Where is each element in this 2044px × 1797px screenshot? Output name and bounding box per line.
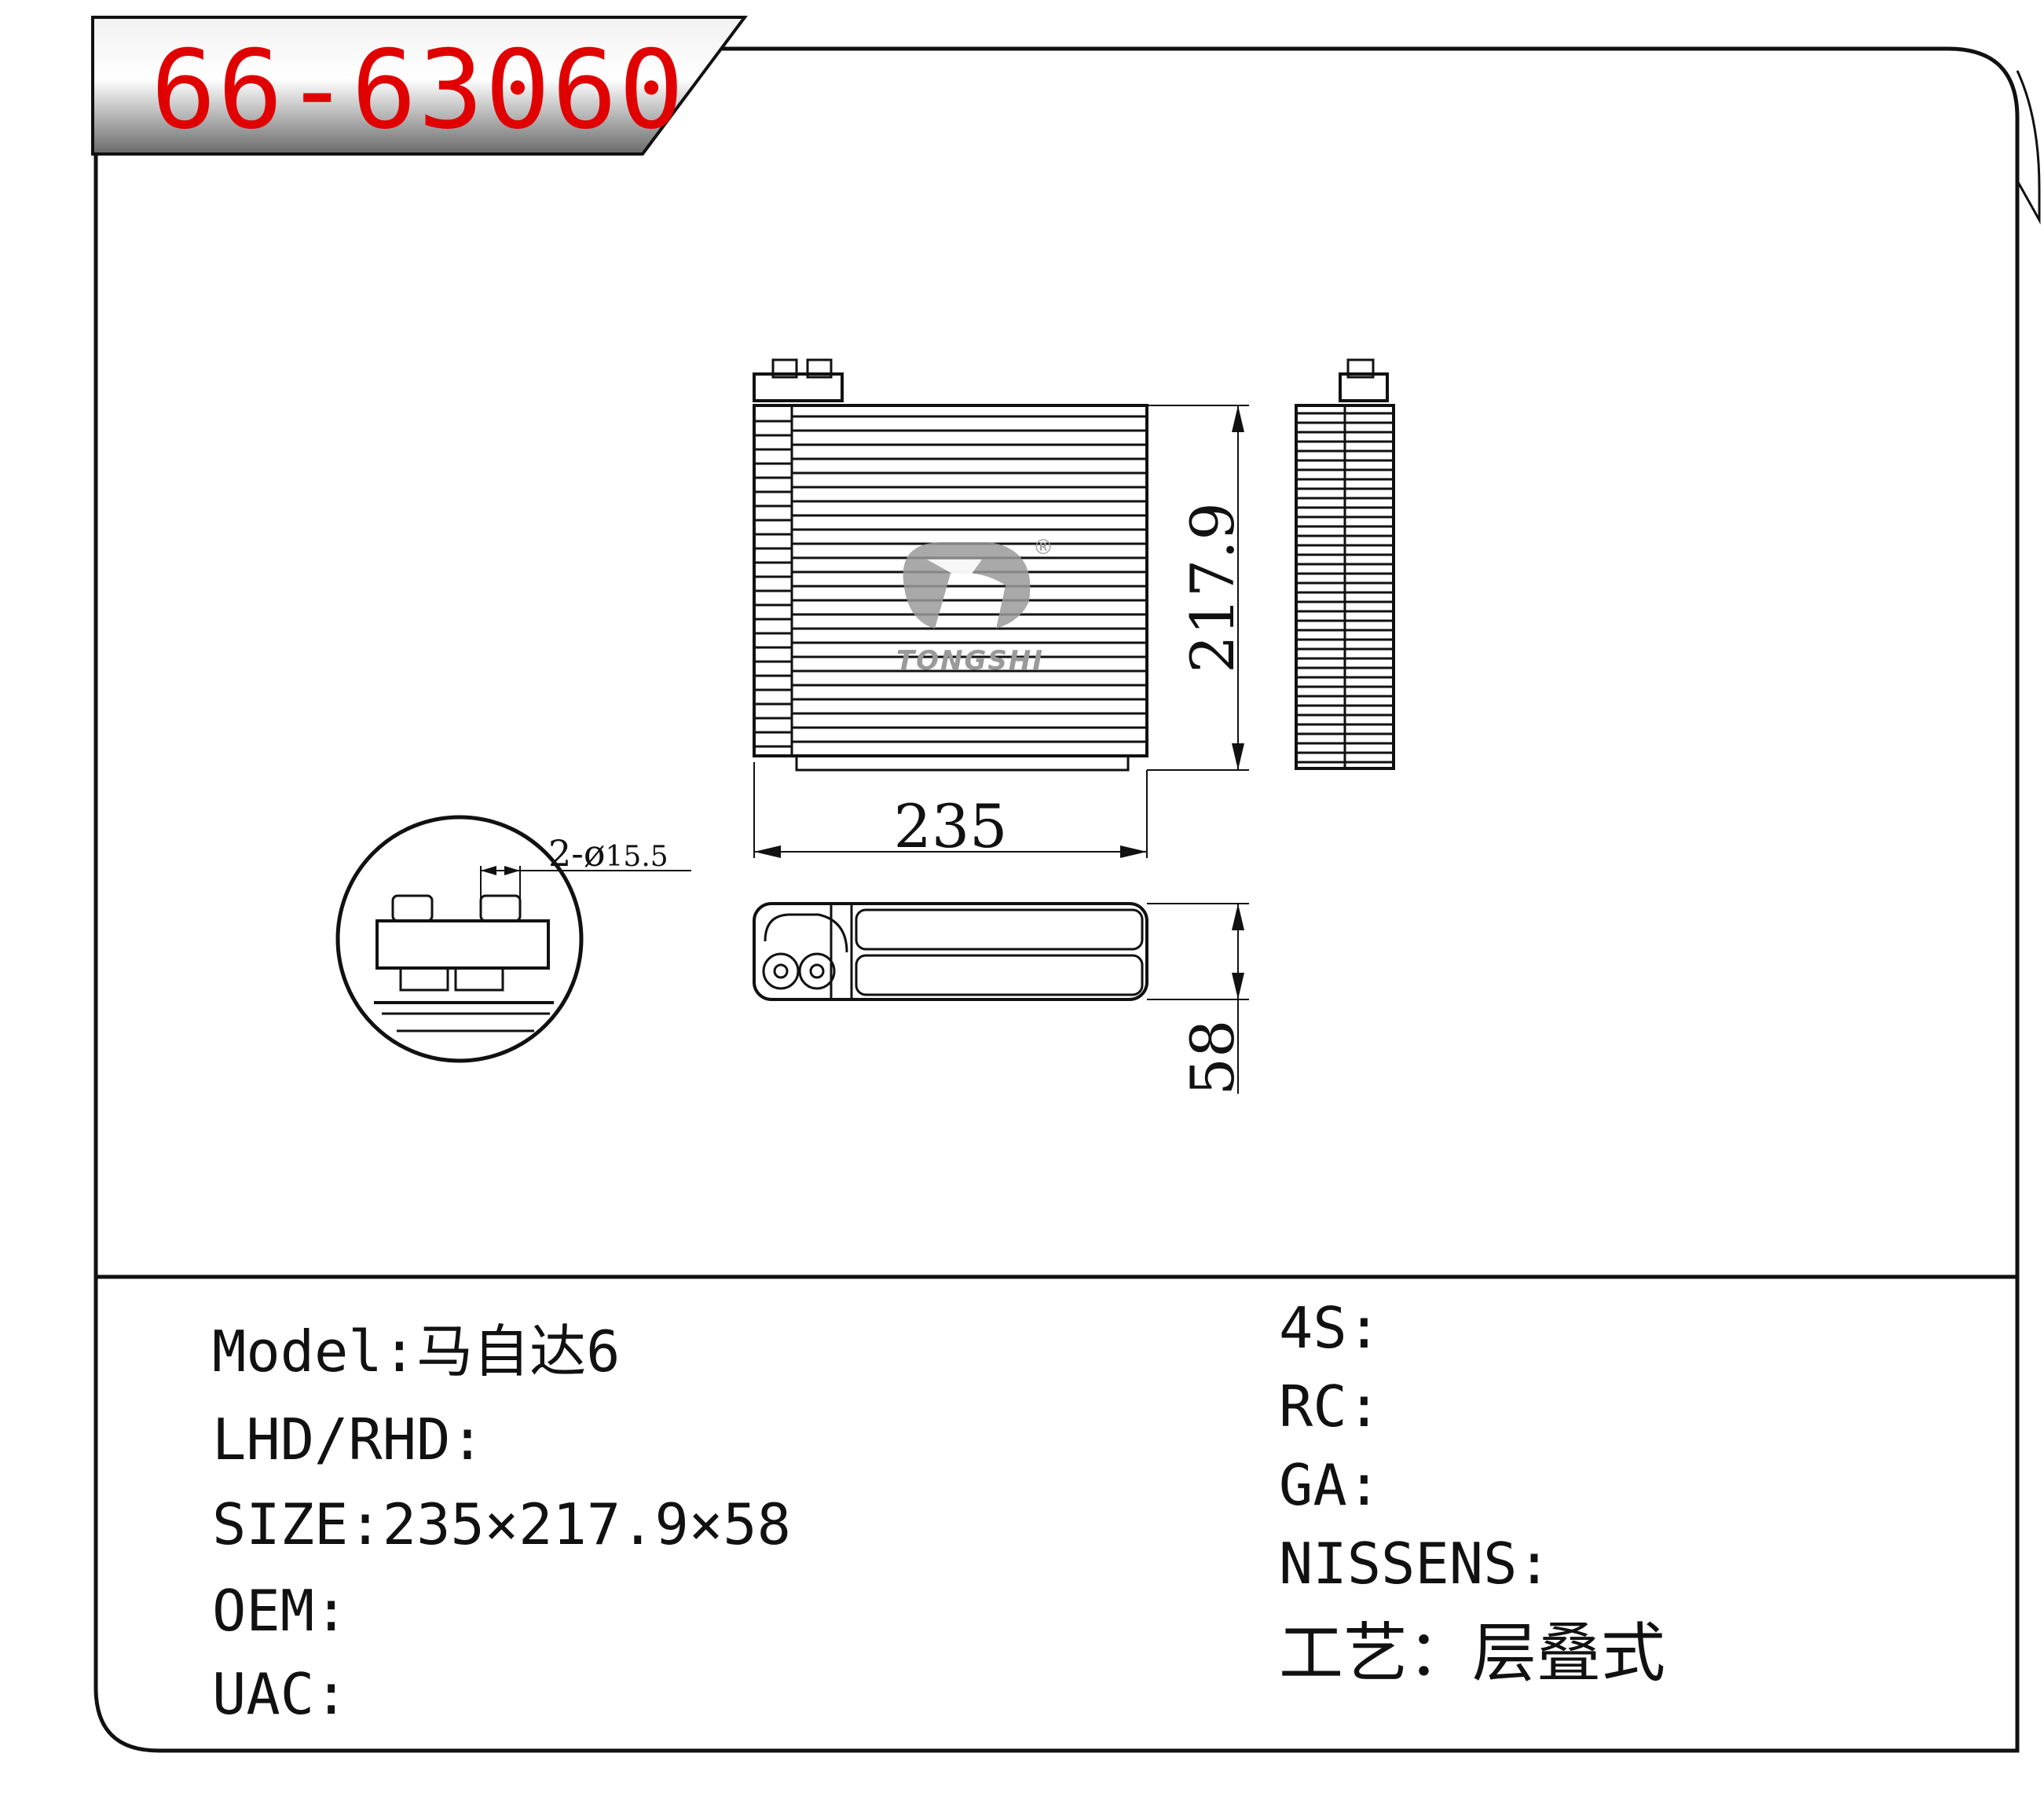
tongshi-logo: TONGSHI ® bbox=[896, 536, 1053, 677]
spec-oem: OEM: bbox=[212, 1578, 349, 1644]
spec-ga: GA: bbox=[1279, 1452, 1382, 1518]
logo-text: TONGSHI bbox=[896, 645, 1044, 677]
spec-lhd-rhd: LHD/RHD: bbox=[212, 1406, 485, 1472]
width-dimension-label: 235 bbox=[893, 791, 1007, 861]
pipe-detail-view bbox=[335, 815, 691, 1063]
sheet-border bbox=[93, 46, 2020, 1753]
frame-corner-flap bbox=[2016, 70, 2041, 225]
spec-process: 工艺：层叠式 bbox=[1279, 1616, 1666, 1691]
spec-4s: 4S: bbox=[1279, 1295, 1382, 1361]
part-number: 66-63060 bbox=[151, 27, 686, 153]
evaporator-front-view bbox=[753, 358, 1148, 772]
pipe-diameter-note: 2-ø15.5 bbox=[548, 832, 669, 875]
evaporator-side-view bbox=[1295, 358, 1395, 770]
evaporator-top-view bbox=[753, 902, 1148, 1001]
depth-dimension bbox=[1147, 903, 1249, 1094]
height-dimension-label: 217.9 bbox=[1178, 502, 1247, 673]
part-number-banner bbox=[91, 16, 748, 156]
height-dimension bbox=[1147, 405, 1249, 771]
spec-uac: UAC: bbox=[212, 1661, 349, 1727]
spec-rc: RC: bbox=[1279, 1373, 1382, 1439]
spec-nissens: NISSENS: bbox=[1279, 1531, 1551, 1597]
depth-dimension-label: 58 bbox=[1178, 1020, 1247, 1096]
spec-size: SIZE:235×217.9×58 bbox=[212, 1491, 791, 1557]
width-dimension bbox=[753, 762, 1148, 858]
spec-model: Model:马自达6 bbox=[212, 1318, 621, 1384]
logo-registered: ® bbox=[1033, 536, 1053, 559]
